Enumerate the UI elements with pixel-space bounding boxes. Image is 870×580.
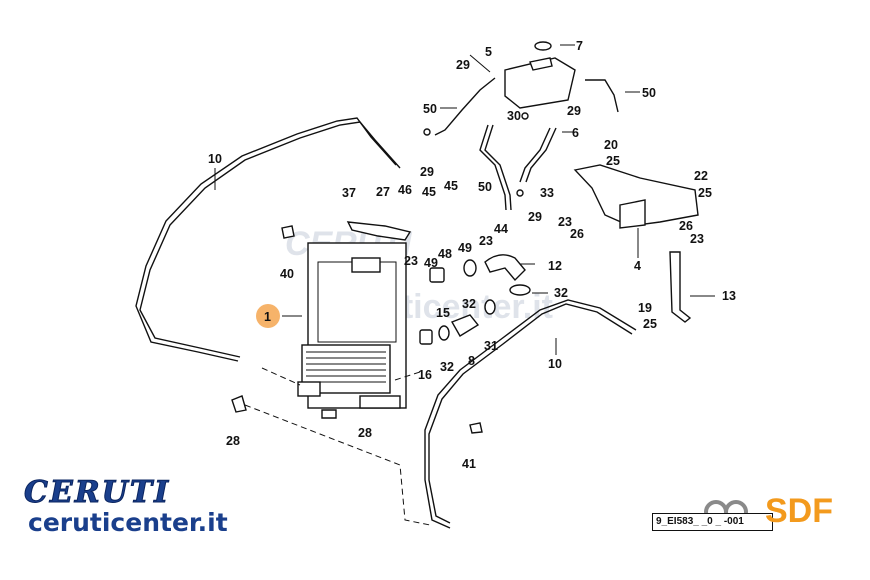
leader-lines — [214, 44, 715, 355]
expansion-tank — [504, 41, 576, 109]
callout-46: 46 — [398, 183, 412, 197]
callout-28b: 28 — [358, 426, 372, 440]
callout-25c: 25 — [643, 317, 657, 331]
callout-45b: 45 — [444, 179, 458, 193]
callout-16: 16 — [418, 368, 432, 382]
bracket — [573, 164, 699, 229]
callout-19: 19 — [638, 301, 652, 315]
highlight-marker — [256, 304, 280, 328]
callout-48: 48 — [438, 247, 452, 261]
callout-32b: 32 — [554, 286, 568, 300]
callout-45a: 45 — [422, 185, 436, 199]
callout-25-hidden: 25 — [495, 49, 509, 63]
callout-7: 7 — [576, 39, 583, 53]
brand-website-rest: ruticenter.it — [59, 508, 228, 537]
callout-30: 30 — [507, 109, 521, 123]
brand-website-prefix: ce — [28, 508, 60, 537]
callout-6: 6 — [572, 126, 579, 140]
callout-12: 12 — [548, 259, 562, 273]
callout-44: 44 — [494, 222, 508, 236]
callout-32a: 32 — [462, 297, 476, 311]
callout-4: 4 — [634, 259, 641, 273]
callout-31: 31 — [484, 339, 498, 353]
callout-22: 22 — [694, 169, 708, 183]
callout-32c: 32 — [440, 360, 454, 374]
callout-10b: 10 — [548, 357, 562, 371]
callout-13: 13 — [722, 289, 736, 303]
callout-40: 40 — [280, 267, 294, 281]
callout-29b: 29 — [567, 104, 581, 118]
callout-50b: 50 — [478, 180, 492, 194]
callout-29c: 29 — [420, 165, 434, 179]
callout-labels: 1 4 5 6 7 8 10 10 12 13 15 16 19 20 22 2… — [208, 39, 736, 471]
callout-33: 33 — [540, 186, 554, 200]
callout-8: 8 — [468, 354, 475, 368]
brand-website: ceruticenter.it — [28, 508, 228, 537]
ceruti-logo: CERUTI — [23, 475, 171, 511]
bracket-13 — [669, 251, 692, 323]
callout-27: 27 — [376, 185, 390, 199]
drawing-code: 9_EI583_ _0 _ -001 — [652, 513, 773, 531]
callout-49b: 49 — [458, 241, 472, 255]
callout-1: 1 — [264, 310, 271, 324]
callout-25b: 25 — [698, 186, 712, 200]
callout-29a: 29 — [456, 58, 470, 72]
callout-49a: 49 — [424, 256, 438, 270]
callout-23d: 23 — [690, 232, 704, 246]
clamps-fittings — [231, 112, 531, 434]
bracket-37 — [346, 221, 412, 241]
callout-28a: 28 — [226, 434, 240, 448]
radiator — [297, 242, 407, 409]
callout-26b: 26 — [679, 219, 693, 233]
callout-37: 37 — [342, 186, 356, 200]
callout-50a: 50 — [423, 102, 437, 116]
callout-5: 5 — [485, 45, 492, 59]
callout-23c: 23 — [558, 215, 572, 229]
callout-41: 41 — [462, 457, 476, 471]
callout-23a: 23 — [404, 254, 418, 268]
sdf-logo-text: SDF — [765, 492, 833, 530]
callout-25a: 25 — [606, 154, 620, 168]
guide-lines — [244, 367, 431, 526]
callout-50c: 50 — [642, 86, 656, 100]
callout-29d: 29 — [528, 210, 542, 224]
callout-23b: 23 — [479, 234, 493, 248]
hoses — [135, 77, 637, 529]
callout-15: 15 — [436, 306, 450, 320]
callout-20: 20 — [604, 138, 618, 152]
callout-10: 10 — [208, 152, 222, 166]
callout-26a: 26 — [570, 227, 584, 241]
